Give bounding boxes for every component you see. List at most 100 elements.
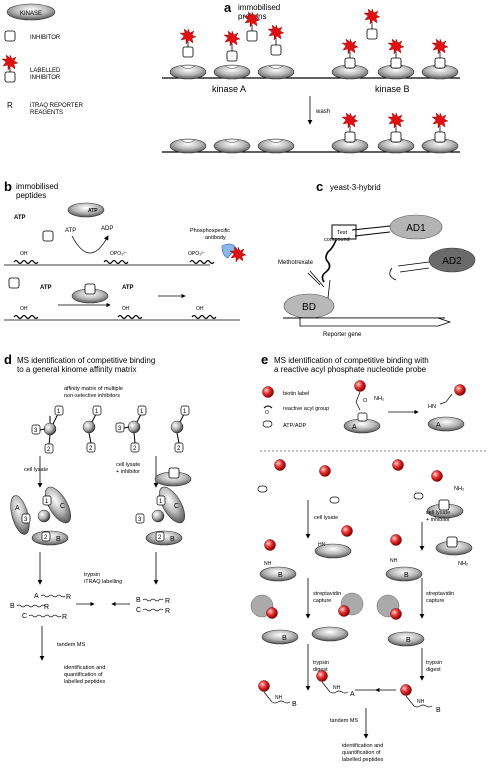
d-ident-3: labelled peptides	[64, 679, 106, 685]
biotin-legend-icon	[262, 386, 274, 398]
e-o-1: O	[363, 398, 368, 404]
bd-label: BD	[302, 302, 316, 313]
panel-d-letter: d	[4, 352, 12, 367]
e-a-2: A	[436, 422, 441, 429]
legend-labelled-1: LABELLED	[30, 68, 61, 74]
panel-d-title-2: to a general kinome affinity matrix	[17, 365, 136, 374]
e-trypsin-1: trypsin	[313, 660, 329, 666]
oh-label-2: OH	[20, 306, 28, 312]
atp-in-kinase: ATP	[88, 208, 98, 214]
svg-text:C: C	[136, 607, 141, 614]
methotrexate-label: Methotrexate	[278, 260, 314, 266]
e-b-4: B	[406, 637, 411, 644]
svg-text:B: B	[10, 603, 15, 610]
star-legend-icon	[1, 54, 19, 71]
d-tandem-ms: tandem MS	[57, 642, 85, 648]
e-trypsin-2: digest	[313, 667, 328, 673]
e-ident-3: labelled peptides	[342, 757, 384, 763]
atp-label-4: ATP	[122, 285, 134, 291]
svg-text:1: 1	[183, 409, 187, 415]
svg-text:R: R	[165, 598, 170, 605]
panel-c: c yeast-3-hybrid AD1 Test compound Metho…	[278, 179, 476, 338]
e-a-3: A	[350, 691, 355, 698]
panel-d-title-1: MS identification of competitive binding	[17, 356, 155, 365]
panel-e-letter: e	[261, 352, 268, 367]
svg-text:2: 2	[158, 535, 162, 541]
e-biotin: biotin label	[283, 391, 309, 397]
svg-text:1: 1	[57, 409, 61, 415]
legend-kinase: KINASE	[20, 11, 42, 17]
svg-text:B: B	[136, 597, 141, 604]
panel-b-letter: b	[4, 179, 12, 194]
atp-label-2: ATP	[65, 228, 76, 234]
legend-inhibitor: INHIBITOR	[30, 35, 61, 41]
panel-a-letter: a	[224, 0, 232, 15]
e-nh2-2: NH₂	[454, 486, 464, 492]
panel-c-letter: c	[316, 179, 323, 194]
svg-text:2: 2	[44, 535, 48, 541]
svg-text:R: R	[44, 604, 49, 611]
e-nh-3: NH	[275, 695, 283, 701]
e-nh-5: NH	[417, 699, 425, 705]
legend-reporter-2: REAGENTS	[30, 110, 63, 116]
wash-label: wash	[315, 109, 330, 115]
svg-text:3: 3	[118, 426, 122, 432]
svg-text:3: 3	[138, 517, 142, 523]
kinase-a-label: kinase A	[212, 84, 246, 94]
legend-reporter-1: iTRAQ REPORTER	[30, 103, 84, 109]
svg-text:2: 2	[133, 446, 137, 452]
e-b-5: B	[292, 701, 297, 708]
e-cell-lysate-inhib-2: + inhibitor	[426, 517, 450, 523]
panel-a: a immobilised proteins kinase A kinase B…	[162, 0, 460, 154]
e-hn-1: HN	[428, 404, 436, 410]
e-atp-adp: ATP/ADP	[283, 423, 306, 429]
e-cell-lysate: cell lysate	[314, 515, 338, 521]
panel-b: b immobilised peptides ATP ATP ATP ADP O…	[4, 179, 247, 321]
e-tandem-ms: tandem MS	[330, 718, 358, 724]
d-cell-lysate-inhib-1: cell lysate	[116, 462, 140, 468]
kinase-a-3	[257, 64, 295, 80]
d-peptides-right: B R C R	[136, 597, 170, 615]
panel-e-title-2: a reactive acyl phosphate nucleotide pro…	[274, 365, 427, 374]
d-ident-1: identification and	[64, 665, 105, 671]
svg-text:A: A	[34, 593, 39, 600]
d-trypsin: trypsin	[84, 572, 100, 578]
opo3-label-2: OPO₃²⁻	[188, 251, 206, 257]
svg-text:1: 1	[45, 499, 49, 505]
reporter-gene-label: Reporter gene	[323, 332, 362, 338]
ad1-domain	[389, 214, 443, 240]
svg-text:B: B	[56, 536, 61, 543]
atp-label-3: ATP	[40, 285, 52, 291]
atp-adp-legend-icon	[262, 420, 273, 428]
e-b-2: B	[404, 572, 409, 579]
svg-text:C: C	[174, 503, 179, 510]
d-cell-lysate-inhib-2: + inhibitor	[116, 469, 140, 475]
e-nh-4: NH	[333, 685, 341, 691]
kinase-a-1	[169, 64, 207, 80]
legend: KINASE INHIBITOR LABELLED INHIBITOR R iT…	[1, 3, 84, 116]
antibody-label-2: antibody	[205, 235, 226, 241]
svg-text:2: 2	[47, 447, 51, 453]
atp-label-1: ATP	[14, 215, 26, 221]
oh-label-1: OH	[20, 251, 28, 257]
legend-reporter-letter: R	[7, 101, 13, 110]
ad1-label: AD1	[406, 223, 426, 234]
adp-label: ADP	[101, 226, 113, 232]
svg-text:C: C	[22, 613, 27, 620]
e-b-3: B	[282, 635, 287, 642]
panel-e: e MS identification of competitive bindi…	[250, 352, 486, 763]
e-strep-4: capture	[426, 598, 444, 604]
matrix-label-1: affinity matrix of multiple	[64, 386, 123, 392]
matrix-label-2: non-selective inhibitors	[64, 393, 120, 399]
svg-text:R: R	[165, 608, 170, 615]
matrix-sphere-2: 1 2	[82, 405, 102, 453]
labelled-inhibitor-legend-icon	[4, 71, 16, 83]
e-strep-2: capture	[313, 598, 331, 604]
kinase-legend-icon	[6, 3, 56, 21]
e-acyl: reactive acyl group	[283, 406, 329, 412]
panel-b-title-2: peptides	[16, 191, 46, 200]
oh-label-4: OH	[196, 306, 204, 312]
e-strep-3: streptavidin	[426, 591, 454, 597]
svg-text:A: A	[15, 505, 20, 512]
